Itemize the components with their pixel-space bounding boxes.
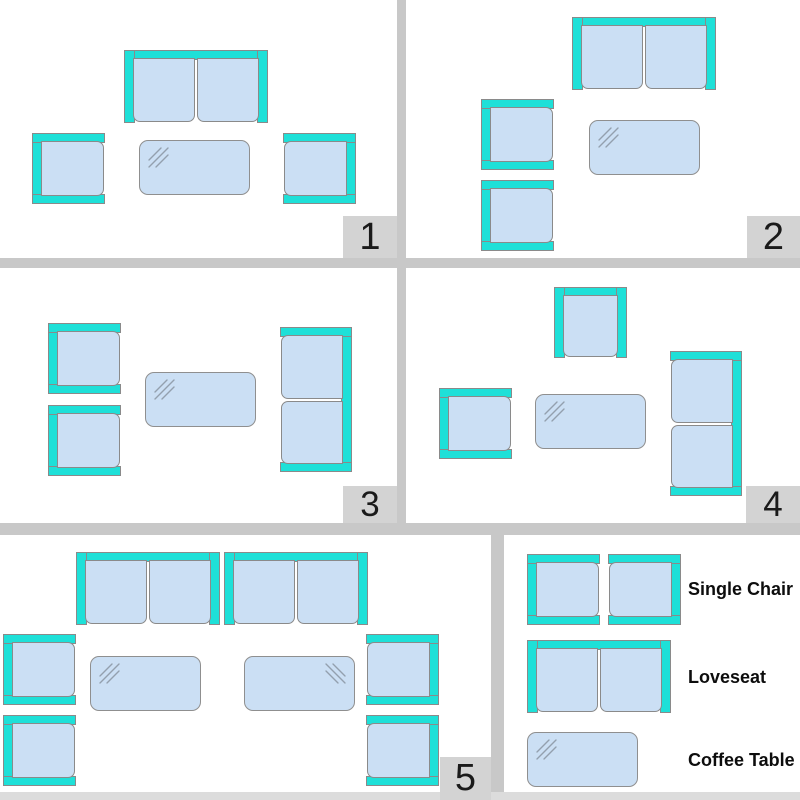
cushion bbox=[281, 335, 343, 399]
glass-shine-icon bbox=[325, 663, 346, 684]
coffee-table bbox=[145, 372, 256, 427]
loveseat bbox=[572, 17, 716, 90]
cushion bbox=[367, 642, 430, 697]
panel-number-badge-2: 2 bbox=[747, 216, 800, 258]
cushion bbox=[645, 25, 707, 89]
single-chair bbox=[32, 133, 105, 204]
cushion bbox=[671, 424, 733, 488]
single-chair bbox=[481, 180, 554, 251]
coffee-table bbox=[139, 140, 250, 195]
cushion bbox=[536, 648, 598, 712]
cushion bbox=[490, 188, 553, 243]
cushion bbox=[233, 560, 295, 624]
single-chair bbox=[439, 388, 512, 459]
cushion bbox=[57, 413, 120, 468]
cushion bbox=[671, 359, 733, 423]
single-chair bbox=[481, 99, 554, 170]
panel-number-badge-5: 5 bbox=[440, 757, 491, 800]
cushion bbox=[12, 642, 75, 697]
layout-panel-1 bbox=[0, 0, 397, 258]
cushion bbox=[581, 25, 643, 89]
single-chair bbox=[608, 554, 681, 625]
cushion bbox=[609, 562, 672, 617]
cushion bbox=[85, 560, 147, 624]
coffee-table bbox=[535, 394, 646, 449]
cushion bbox=[149, 560, 211, 624]
cushion bbox=[57, 331, 120, 386]
glass-shine-icon bbox=[598, 127, 619, 148]
cushion bbox=[448, 396, 511, 451]
loveseat bbox=[527, 640, 671, 713]
cushion bbox=[536, 562, 599, 617]
cushion bbox=[281, 400, 343, 464]
cushion bbox=[133, 58, 195, 122]
loveseat bbox=[124, 50, 268, 123]
panel-number-badge-4: 4 bbox=[746, 486, 800, 523]
glass-shine-icon bbox=[99, 663, 120, 684]
glass-shine-icon bbox=[536, 739, 557, 760]
single-chair bbox=[48, 323, 121, 394]
single-chair bbox=[3, 634, 76, 705]
cushion bbox=[490, 107, 553, 162]
coffee-table bbox=[527, 732, 638, 787]
cushion bbox=[12, 723, 75, 778]
single-chair bbox=[283, 133, 356, 204]
single-chair bbox=[554, 287, 627, 358]
legend-label-coffee-table: Coffee Table bbox=[688, 750, 795, 770]
glass-shine-icon bbox=[148, 147, 169, 168]
cushion bbox=[197, 58, 259, 122]
divider-vertical-bottom bbox=[491, 523, 504, 800]
coffee-table bbox=[244, 656, 355, 711]
legend-label-loveseat: Loveseat bbox=[688, 667, 767, 687]
glass-shine-icon bbox=[154, 379, 175, 400]
loveseat bbox=[280, 327, 352, 472]
cushion bbox=[367, 723, 430, 778]
cushion bbox=[297, 560, 359, 624]
glass-shine-icon bbox=[544, 401, 565, 422]
legend-label-single-chair: Single Chair bbox=[688, 579, 794, 599]
loveseat bbox=[76, 552, 220, 625]
single-chair bbox=[3, 715, 76, 786]
single-chair bbox=[527, 554, 600, 625]
cushion bbox=[563, 295, 618, 357]
coffee-table bbox=[589, 120, 700, 175]
coffee-table bbox=[90, 656, 201, 711]
single-chair bbox=[48, 405, 121, 476]
cushion bbox=[284, 141, 347, 196]
panel-number-badge-1: 1 bbox=[343, 216, 397, 258]
divider-horizontal-1 bbox=[0, 258, 800, 268]
cushion bbox=[41, 141, 104, 196]
cushion bbox=[600, 648, 662, 712]
single-chair bbox=[366, 634, 439, 705]
panel-number-badge-3: 3 bbox=[343, 486, 397, 523]
loveseat bbox=[224, 552, 368, 625]
loveseat bbox=[670, 351, 742, 496]
divider-horizontal-2 bbox=[0, 523, 800, 535]
bottom-edge-strip bbox=[0, 792, 800, 800]
single-chair bbox=[366, 715, 439, 786]
